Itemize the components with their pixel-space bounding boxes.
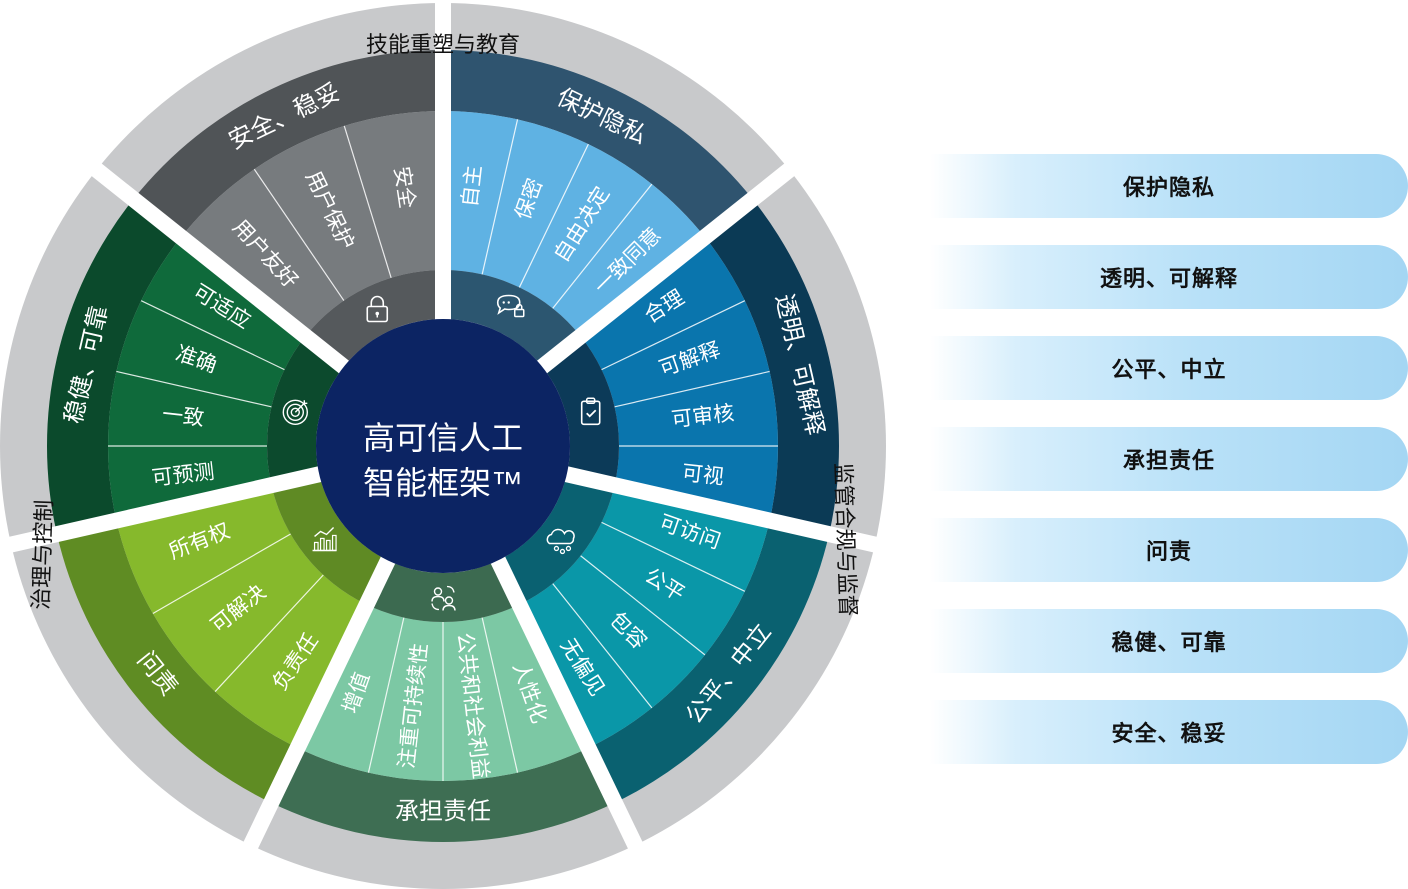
segment-icon-ring [271,474,388,605]
growth-chart-icon [312,526,337,552]
segment-band [704,199,839,535]
legend-item-accountability: 问责 [930,518,1408,582]
legend-item-responsibility: 承担责任 [930,427,1408,491]
item-divider [552,183,653,309]
center-title-line2: 智能框架™ [363,465,523,501]
cloud-network-icon [546,528,575,555]
trustworthy-ai-framework-wheel: 保护隐私自主保密自由决定一致同意透明、可解释合理可解释可审核可视公平、中立可访问… [0,0,888,889]
segment-icon-ring [498,474,615,605]
item-divider [116,370,272,408]
outer-label-reskilling: 技能重塑与教育 [366,32,520,57]
segment-icon-ring [305,270,443,367]
segments-layer: 保护隐私自主保密自由决定一致同意透明、可解释合理可解释可审核可视公平、中立可访问… [47,50,839,842]
legend-item-safety: 安全、稳妥 [930,700,1408,764]
segment-band [47,199,182,535]
legend-label: 问责 [1145,539,1192,564]
legend-label: 透明、可解释 [1099,266,1238,291]
item-divider [601,521,746,592]
segment-separator [535,155,805,375]
segment-band [133,50,444,238]
item-divider [601,300,746,371]
item-divider [214,574,324,692]
legend-item-robustness: 稳健、可靠 [930,609,1408,673]
segment-band [588,520,830,803]
legend-item-fairness: 公平、中立 [930,336,1408,400]
segment-separator [81,155,351,375]
outer-ring-labels: 技能重塑与教育 监管合规与监督 治理与控制 [28,32,861,617]
segment-separator [237,555,396,861]
segment-title: 承担责任 [395,798,491,825]
item-divider [367,617,405,773]
legend-label: 保护隐私 [1122,175,1215,200]
segment-icon-ring [542,336,620,486]
clipboard-check-icon [580,397,601,426]
segment-item-label: 可视 [681,461,725,489]
legend-label: 安全、稳妥 [1111,721,1227,746]
padlock-icon [366,295,389,323]
legend-label: 公平、中立 [1111,357,1227,382]
segment-items-area [519,485,770,748]
legend-label: 稳健、可靠 [1111,630,1227,655]
segment-icon-ring [366,560,520,622]
segment-separator [563,466,890,556]
item-divider [580,555,706,656]
outer-label-regulatory: 监管合规与监督 [830,462,860,617]
item-divider [552,583,653,709]
item-divider [481,617,519,773]
legend-item-privacy: 保护隐私 [930,154,1408,218]
outer-label-governance: 治理与控制 [28,499,57,610]
center-title-line1: 高可信人工 [363,420,523,456]
segment-icon-ring [267,336,344,486]
legend-label: 承担责任 [1122,448,1215,473]
item-divider [253,168,345,301]
segment-band [271,747,615,842]
separators-layer [0,0,888,857]
people-cycle-icon [431,585,456,611]
item-divider [343,125,392,278]
segment-icon-ring [443,270,581,367]
item-divider [140,300,285,371]
item-divider [518,143,589,288]
chat-lock-icon [496,294,525,318]
segment-item-label: 一致 [161,403,205,431]
segment-item-label: 自主 [458,164,486,208]
target-icon [282,399,308,425]
item-divider [481,119,519,275]
segment-items-area [116,485,367,748]
segment-separator [0,466,323,556]
legend-item-transparency: 透明、可解释 [930,245,1408,309]
item-divider [614,370,770,408]
center-disc [316,319,570,573]
segment-band [443,50,753,238]
item-divider [152,533,291,615]
segment-band [56,520,298,803]
segment-separator [490,555,649,861]
